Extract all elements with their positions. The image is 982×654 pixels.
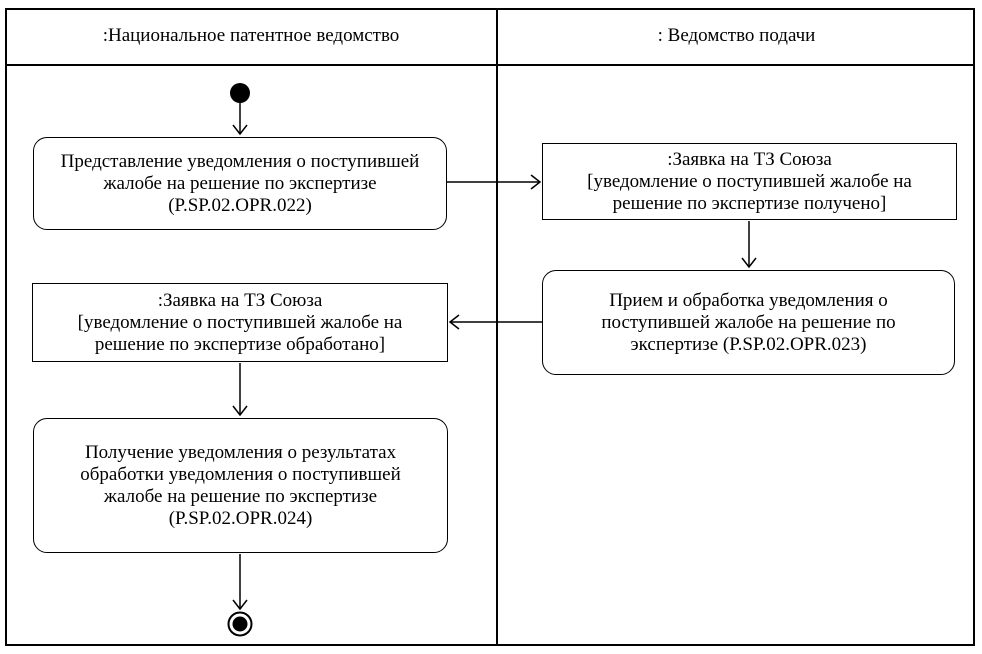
activity-opr024: Получение уведомления о результатах обра…	[33, 418, 448, 553]
activity-text-line: жалобе на решение по экспертизе	[103, 172, 377, 194]
object-name: :Заявка на ТЗ Союза	[157, 289, 323, 311]
object-state-text-line: решение по экспертизе обработано]	[94, 333, 386, 355]
object-state-processed: :Заявка на ТЗ Союза [уведомление о посту…	[32, 283, 448, 362]
activity-text-line: поступившей жалобе на решение по	[601, 311, 896, 333]
activity-text-line: Получение уведомления о результатах	[84, 441, 397, 463]
activity-text-line: Прием и обработка уведомления о	[609, 289, 888, 311]
activity-text-line: обработки уведомления о поступившей	[80, 463, 401, 485]
activity-text-line: Представление уведомления о поступившей	[60, 150, 420, 172]
activity-text-line: жалобе на решение по экспертизе	[103, 485, 378, 507]
object-state-text-line: [уведомление о поступившей жалобе на	[587, 170, 912, 192]
object-state-text-line: решение по экспертизе получено]	[612, 192, 887, 214]
object-name: :Заявка на ТЗ Союза	[667, 148, 832, 170]
activity-code: экспертизе (P.SP.02.OPR.023)	[630, 333, 867, 355]
lane-header-national-patent-office: :Национальное патентное ведомство	[5, 8, 497, 64]
activity-code: (P.SP.02.OPR.024)	[168, 507, 313, 529]
swimlane-divider	[496, 8, 498, 646]
activity-opr022: Представление уведомления о поступившей …	[33, 137, 447, 230]
activity-code: (P.SP.02.OPR.022)	[168, 194, 312, 216]
object-state-received: :Заявка на ТЗ Союза [уведомление о посту…	[542, 143, 957, 220]
activity-opr023: Прием и обработка уведомления о поступив…	[542, 270, 955, 375]
lane-title: : Ведомство подачи	[657, 25, 816, 46]
object-state-text-line: [уведомление о поступившей жалобе на	[77, 311, 403, 333]
lane-header-underline	[5, 64, 975, 66]
diagram-frame	[5, 8, 975, 646]
lane-header-filing-office: : Ведомство подачи	[498, 8, 975, 64]
lane-title: :Национальное патентное ведомство	[102, 25, 400, 46]
